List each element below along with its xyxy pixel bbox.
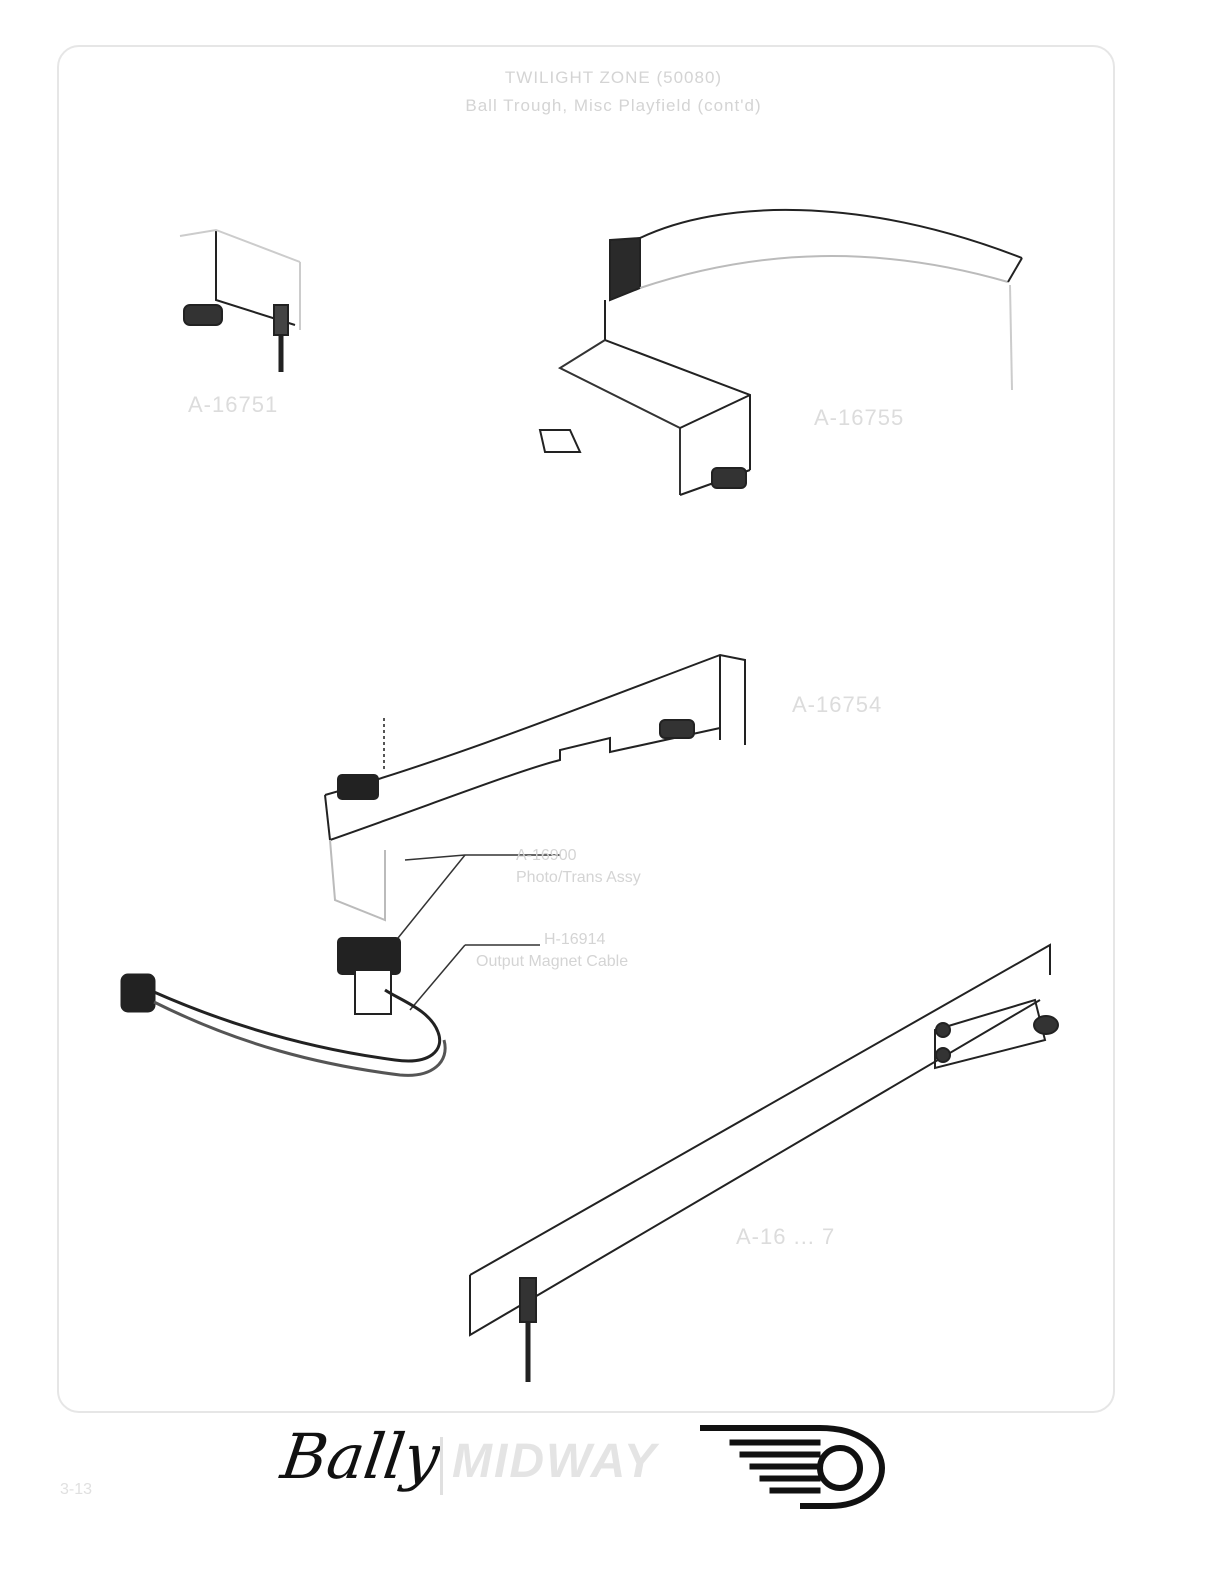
callout-photo-trans: A-16900 Photo/Trans Assy bbox=[516, 845, 641, 889]
callout-photo-part-number: A-16900 bbox=[516, 847, 577, 864]
part-number-rail: A-16 ... 7 bbox=[736, 1224, 836, 1249]
brand-script-logo: Bally bbox=[276, 1420, 445, 1493]
output-magnet-cable-drawing bbox=[120, 973, 447, 1077]
callout-cable-description: Output Magnet Cable bbox=[476, 953, 629, 970]
brand-wordmark: MIDWAY bbox=[452, 1435, 658, 1488]
part-number-a16755: A-16755 bbox=[814, 405, 905, 430]
photo-trans-assembly-drawing bbox=[337, 854, 560, 1015]
bracket-long-drawing bbox=[324, 653, 746, 922]
part-number-a16751: A-16751 bbox=[188, 392, 279, 417]
page-number: 3-13 bbox=[60, 1481, 93, 1498]
callout-cable-part-number: H-16914 bbox=[544, 931, 606, 948]
callout-photo-description: Photo/Trans Assy bbox=[516, 869, 641, 886]
bracket-curved-drawing bbox=[538, 208, 1023, 496]
page-frame bbox=[57, 45, 1115, 1413]
winged-wheel-logo-icon bbox=[700, 1425, 886, 1509]
page-subtitle: Ball Trough, Misc Playfield (cont'd) bbox=[465, 96, 762, 115]
part-number-a16754: A-16754 bbox=[792, 692, 883, 717]
callout-output-cable: H-16914 Output Magnet Cable bbox=[476, 929, 628, 973]
rail-long-drawing bbox=[469, 943, 1059, 1382]
bracket-small-drawing bbox=[179, 228, 301, 372]
brand-separator bbox=[440, 1437, 443, 1495]
page-title: TWILIGHT ZONE (50080) bbox=[504, 68, 723, 87]
